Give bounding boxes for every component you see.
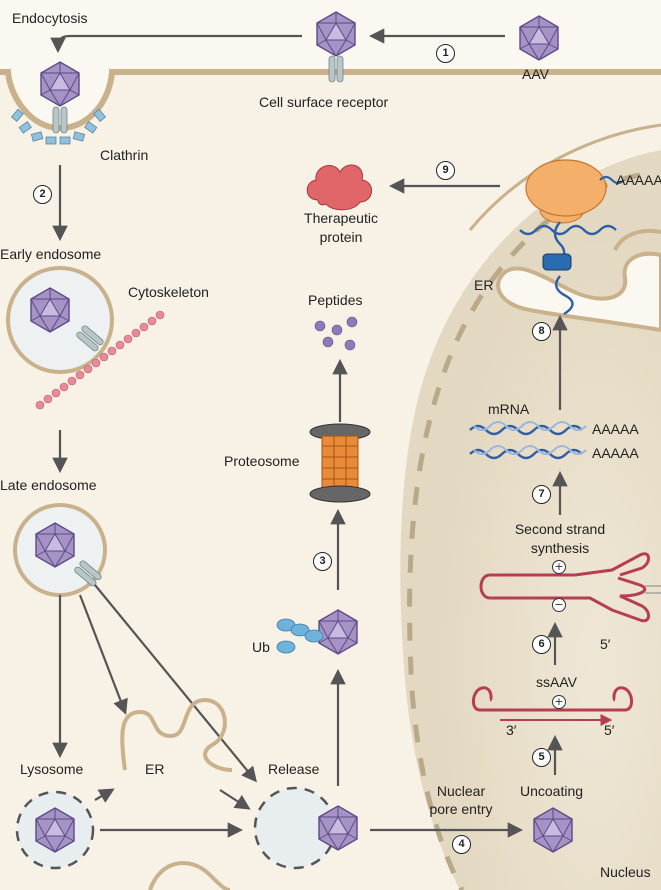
label-therapeutic: Therapeutic: [304, 210, 378, 226]
mrna-strand-1b: [473, 421, 587, 431]
arrow-lysosome-er: [94, 788, 115, 803]
er-membrane-edge: [613, 229, 661, 251]
label-pore-entry: pore entry: [429, 801, 493, 817]
label-er-top: ER: [474, 277, 494, 293]
label-proteosome: Proteosome: [224, 453, 300, 469]
clathrin-coat: [10, 108, 107, 145]
label-uncoating: Uncoating: [520, 783, 584, 799]
label-synthesis: synthesis: [530, 540, 590, 556]
label-ub: Ub: [252, 639, 270, 655]
polypeptide-in-er: [554, 275, 574, 316]
label-polya-1: AAAAA: [592, 421, 639, 437]
label-late-endosome: Late endosome: [0, 477, 97, 493]
mrna-strand-2: [469, 448, 583, 460]
label-cell-surface-receptor: Cell surface receptor: [259, 94, 389, 110]
plus-sign-dsaav: +: [552, 560, 566, 574]
ribosome-large-subunit: [525, 159, 607, 217]
label-endocytosis: Endocytosis: [12, 10, 88, 26]
dsaav-genome: [479, 552, 661, 623]
step-5-badge: 5: [532, 748, 551, 767]
step-1-badge: 1: [436, 44, 455, 63]
cytoskeleton-filament: [35, 310, 165, 410]
ubiquitin-chain: [276, 618, 324, 654]
step-7-badge: 7: [532, 485, 551, 504]
er-membrane-lower: [120, 697, 233, 772]
label-nuclear: Nuclear: [436, 783, 486, 799]
label-5prime-ss: 5′: [604, 722, 615, 738]
label-lysosome: Lysosome: [20, 761, 84, 777]
step-9-badge: 9: [436, 161, 455, 180]
label-clathrin: Clathrin: [100, 147, 149, 163]
translocon: [542, 253, 572, 271]
mrna-strand-2b: [473, 445, 587, 455]
outer-nuclear-membrane: [468, 123, 661, 231]
peptides: [314, 316, 358, 351]
plus-sign-ssaav: +: [552, 695, 566, 709]
step-3-badge: 3: [313, 552, 332, 571]
label-5prime-ds: 5′: [600, 636, 611, 652]
label-ssaav: ssAAV: [536, 674, 577, 690]
label-mrna: mRNA: [488, 401, 530, 417]
membrane-decor-bottom: [148, 861, 231, 890]
label-aav: AAV: [522, 66, 549, 82]
arrow-er-release: [219, 789, 251, 810]
label-protein: protein: [319, 229, 363, 245]
arrow-to-er: [78, 594, 128, 715]
therapeutic-protein: [306, 164, 372, 211]
ribosome-mrna-tail: [599, 175, 625, 185]
label-release: Release: [268, 761, 320, 777]
step-6-badge: 6: [532, 635, 551, 654]
nuclear-envelope: [407, 172, 641, 890]
label-polya-2: AAAAA: [592, 445, 639, 461]
plasma-membrane: [0, 69, 661, 132]
step-8-badge: 8: [532, 322, 551, 341]
arrow-endocytosis: [50, 34, 302, 54]
label-second-strand: Second strand: [514, 521, 606, 537]
label-early-endosome: Early endosome: [0, 246, 102, 262]
label-polya-ribosome: AAAAA: [616, 172, 661, 188]
mrna-strand-1: [469, 424, 583, 436]
label-cytoskeleton: Cytoskeleton: [128, 284, 209, 300]
minus-sign-dsaav: −: [552, 598, 566, 612]
nucleus-region: [400, 150, 661, 890]
label-er-cytoplasm: ER: [145, 761, 165, 777]
proteosome-complex: [309, 423, 371, 503]
label-peptides: Peptides: [308, 292, 363, 308]
arrow-to-release: [94, 584, 257, 783]
ssaav-genome: [472, 686, 633, 726]
translated-mrna: [519, 224, 617, 236]
label-3prime: 3′: [506, 722, 517, 738]
step-2-badge: 2: [33, 185, 52, 204]
label-nucleus: Nucleus: [600, 864, 651, 880]
step-4-badge: 4: [452, 835, 471, 854]
